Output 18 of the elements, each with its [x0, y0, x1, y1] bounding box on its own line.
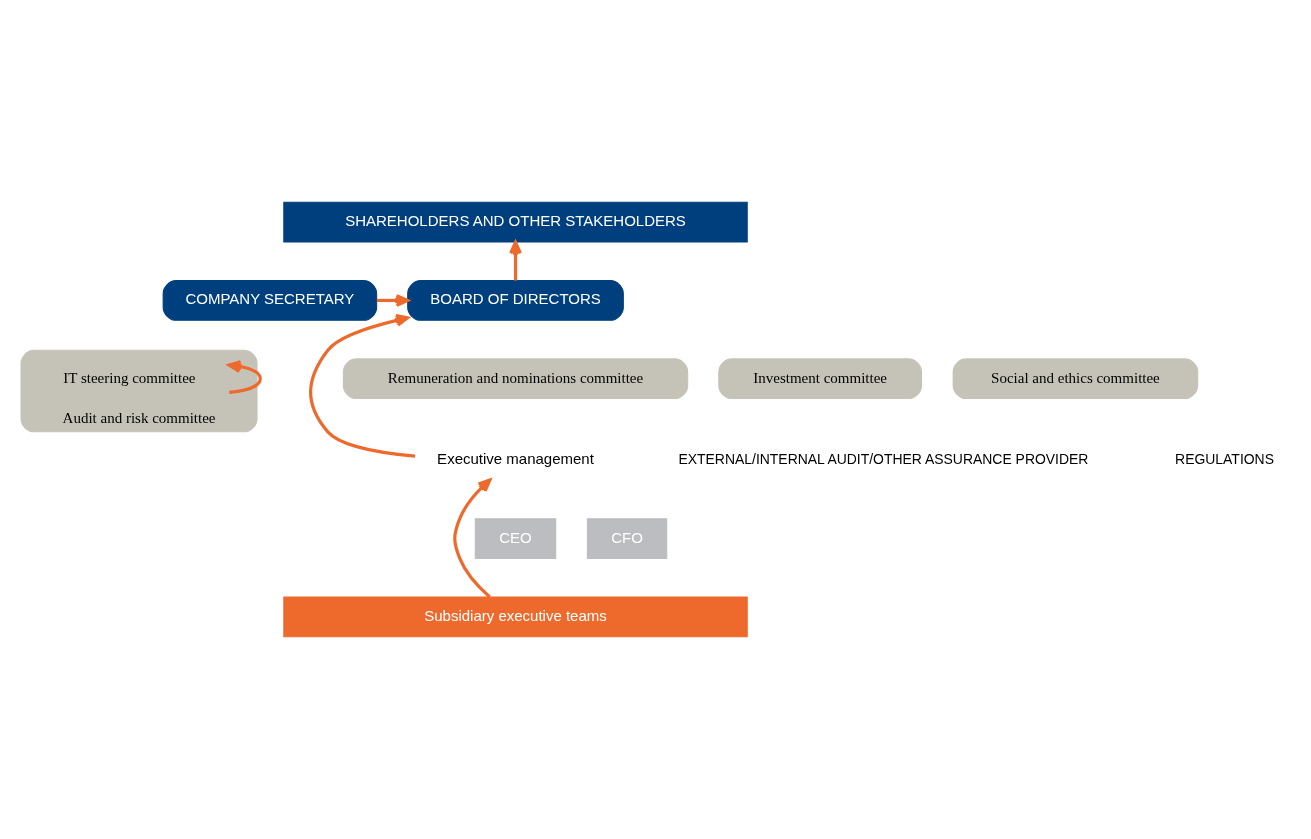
node-box: Investment committee: [718, 358, 923, 400]
node-box: BOARD OF DIRECTORS: [407, 280, 624, 321]
arrow: [227, 360, 262, 395]
arrow: [309, 314, 416, 458]
label: REGULATIONS: [1175, 450, 1274, 467]
arrow: [509, 240, 522, 281]
node-box: Subsidiary executive teams: [283, 596, 748, 638]
node-text: IT steering committee: [63, 369, 196, 386]
node-text: Executive management: [437, 450, 594, 468]
arrow: [376, 294, 410, 307]
node-box: SHAREHOLDERS AND OTHER STAKEHOLDERS: [283, 201, 748, 243]
node-box: COMPANY SECRETARY: [162, 280, 378, 321]
node-box: Social and ethics committee: [952, 358, 1199, 400]
node-box: CEO: [474, 518, 557, 559]
node-box: Remuneration and nominations committee: [342, 358, 689, 400]
node-box: CFO: [586, 518, 668, 559]
label: EXTERNAL/INTERNAL AUDIT/OTHER ASSURANCE PROVIDER: [678, 450, 1089, 467]
arrow: [453, 478, 492, 599]
